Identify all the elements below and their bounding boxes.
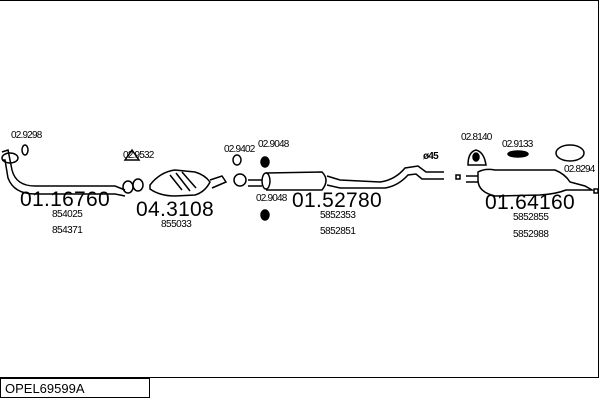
diameter-label: ø45 — [423, 151, 439, 162]
part-number: 04.3108 — [136, 198, 215, 221]
accessory-label: 02.9133 — [502, 139, 533, 150]
part-reference: 5852988 — [513, 229, 549, 240]
part-reference: 854025 — [52, 209, 83, 220]
accessory-label: 02.9532 — [123, 150, 154, 161]
part-reference: 5852851 — [320, 226, 356, 237]
accessory-label: 02.9298 — [11, 130, 42, 141]
accessory-label: 02.9402 — [224, 144, 255, 155]
front-flange — [1, 152, 19, 164]
part-reference: 5852353 — [320, 210, 356, 221]
middle-silencer — [248, 179, 262, 187]
part-reference: 5852855 — [513, 212, 549, 223]
catalytic-converter — [149, 169, 211, 197]
accessory-label: 02.8294 — [564, 164, 595, 175]
part-number: 01.16760 — [20, 188, 110, 211]
accessory-label: 02.9048 — [256, 193, 287, 204]
front-pipe — [1, 149, 126, 191]
part-number: 01.52780 — [292, 189, 382, 212]
gasket — [132, 178, 144, 192]
part-reference: 855033 — [161, 219, 192, 230]
accessory-label: 02.9048 — [258, 139, 289, 150]
part-number: 01.64160 — [485, 191, 575, 214]
diagram-code: OPEL69599A — [0, 378, 150, 398]
part-reference: 854371 — [52, 225, 83, 236]
intermediate-pipe — [326, 165, 444, 183]
accessory-label: 02.8140 — [461, 132, 492, 143]
